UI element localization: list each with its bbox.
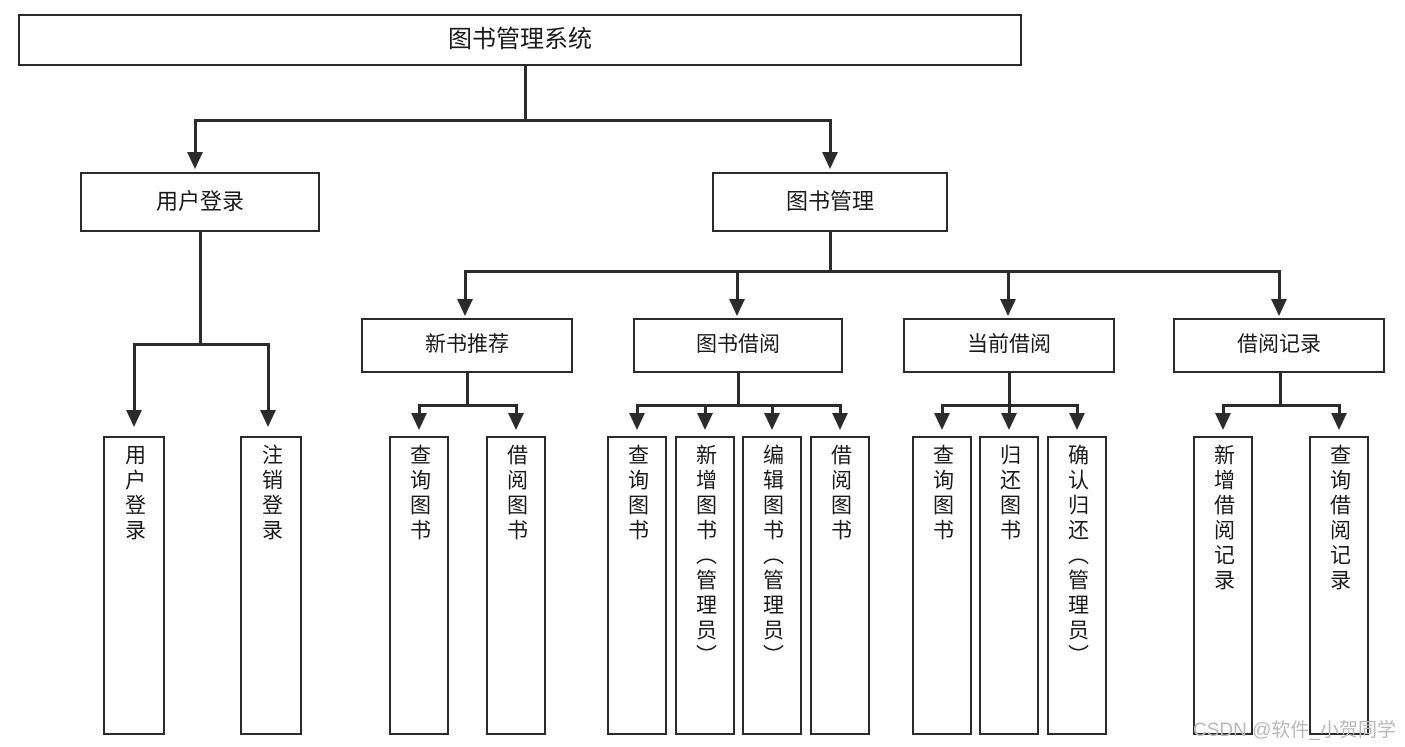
connector-root-bus bbox=[194, 119, 831, 122]
leaf-add-borrow-record-label: 新增借阅记录 bbox=[1211, 444, 1235, 594]
connector-recommend-stem bbox=[466, 373, 469, 406]
connector-current-drop-1 bbox=[941, 404, 944, 416]
arrowhead-record-2 bbox=[1331, 413, 1347, 430]
connector-root-drop-2 bbox=[829, 119, 832, 156]
connector-bookmgmt-bus bbox=[464, 270, 1280, 273]
leaf-user-login-label: 用户登录 bbox=[122, 444, 146, 544]
leaf-logout-label: 注销登录 bbox=[259, 444, 283, 544]
arrowhead-recommend-2 bbox=[508, 413, 524, 430]
leaf-borrow-book-recommend[interactable]: 借阅图书 bbox=[486, 436, 546, 735]
node-book-management-label: 图书管理 bbox=[785, 189, 874, 215]
connector-record-stem bbox=[1279, 373, 1282, 406]
connector-borrow-drop-2 bbox=[704, 404, 707, 416]
node-current-borrow[interactable]: 当前借阅 bbox=[903, 318, 1115, 373]
leaf-edit-book-admin[interactable]: 编辑图书（管理员） bbox=[742, 436, 802, 735]
arrowhead-borrow-1 bbox=[629, 413, 645, 430]
connector-current-drop-2 bbox=[1008, 404, 1011, 416]
connector-userlogin-stem bbox=[199, 232, 202, 345]
connector-root-drop-1 bbox=[194, 119, 197, 156]
leaf-query-borrow-record[interactable]: 查询借阅记录 bbox=[1309, 436, 1369, 735]
leaf-query-book-current[interactable]: 查询图书 bbox=[912, 436, 972, 735]
node-user-login-label: 用户登录 bbox=[155, 189, 244, 215]
node-borrow-record-label: 借阅记录 bbox=[1237, 333, 1321, 357]
node-root-label: 图书管理系统 bbox=[448, 26, 592, 53]
arrowhead-current-3 bbox=[1069, 413, 1085, 430]
leaf-add-borrow-record[interactable]: 新增借阅记录 bbox=[1193, 436, 1253, 735]
leaf-return-book-label: 归还图书 bbox=[997, 444, 1021, 544]
leaf-query-book-recommend[interactable]: 查询图书 bbox=[389, 436, 449, 735]
arrowhead-borrow-3 bbox=[764, 413, 780, 430]
connector-bookmgmt-drop-4 bbox=[1278, 270, 1281, 302]
arrowhead-bookmgmt-3 bbox=[1000, 299, 1016, 316]
node-new-book-recommend-label: 新书推荐 bbox=[425, 333, 509, 357]
connector-userlogin-drop-1 bbox=[133, 343, 136, 413]
leaf-borrow-book-label: 借阅图书 bbox=[828, 444, 852, 544]
connector-record-bus bbox=[1222, 404, 1340, 407]
node-book-borrow[interactable]: 图书借阅 bbox=[633, 318, 843, 373]
leaf-confirm-return-admin[interactable]: 确认归还（管理员） bbox=[1047, 436, 1107, 735]
connector-record-drop-2 bbox=[1338, 404, 1341, 416]
leaf-user-login[interactable]: 用户登录 bbox=[103, 436, 165, 735]
leaf-query-book-borrow[interactable]: 查询图书 bbox=[607, 436, 667, 735]
connector-bookmgmt-drop-2 bbox=[736, 270, 739, 302]
leaf-logout[interactable]: 注销登录 bbox=[240, 436, 302, 735]
node-borrow-record[interactable]: 借阅记录 bbox=[1173, 318, 1385, 373]
connector-borrow-drop-4 bbox=[839, 404, 842, 416]
arrowhead-root-2 bbox=[822, 152, 838, 169]
leaf-add-book-admin-label: 新增图书（管理员） bbox=[693, 444, 717, 669]
leaf-return-book[interactable]: 归还图书 bbox=[979, 436, 1039, 735]
arrowhead-current-2 bbox=[1001, 413, 1017, 430]
node-current-borrow-label: 当前借阅 bbox=[967, 333, 1051, 357]
leaf-query-borrow-record-label: 查询借阅记录 bbox=[1327, 444, 1351, 594]
connector-recommend-bus bbox=[418, 404, 517, 407]
connector-borrow-stem bbox=[737, 373, 740, 406]
connector-recommend-drop-1 bbox=[418, 404, 421, 416]
leaf-borrow-book-recommend-label: 借阅图书 bbox=[504, 444, 528, 544]
arrowhead-userlogin-1 bbox=[126, 410, 142, 427]
arrowhead-borrow-4 bbox=[832, 413, 848, 430]
leaf-borrow-book[interactable]: 借阅图书 bbox=[810, 436, 870, 735]
leaf-query-book-recommend-label: 查询图书 bbox=[407, 444, 431, 544]
connector-bookmgmt-drop-1 bbox=[464, 270, 467, 302]
arrowhead-borrow-2 bbox=[697, 413, 713, 430]
connector-userlogin-bus bbox=[133, 343, 269, 346]
arrowhead-userlogin-2 bbox=[260, 410, 276, 427]
node-root[interactable]: 图书管理系统 bbox=[18, 14, 1022, 66]
arrowhead-bookmgmt-2 bbox=[729, 299, 745, 316]
arrowhead-recommend-1 bbox=[411, 413, 427, 430]
connector-bookmgmt-drop-3 bbox=[1007, 270, 1010, 302]
connector-root-stem bbox=[524, 66, 527, 121]
node-new-book-recommend[interactable]: 新书推荐 bbox=[361, 318, 573, 373]
connector-current-stem bbox=[1008, 373, 1011, 406]
connector-borrow-drop-1 bbox=[636, 404, 639, 416]
connector-borrow-drop-3 bbox=[771, 404, 774, 416]
connector-bookmgmt-stem bbox=[829, 232, 832, 272]
node-user-login[interactable]: 用户登录 bbox=[80, 172, 320, 232]
arrowhead-bookmgmt-4 bbox=[1271, 299, 1287, 316]
leaf-edit-book-admin-label: 编辑图书（管理员） bbox=[760, 444, 784, 669]
connector-recommend-drop-2 bbox=[515, 404, 518, 416]
leaf-query-book-current-label: 查询图书 bbox=[930, 444, 954, 544]
node-book-borrow-label: 图书借阅 bbox=[696, 333, 780, 357]
leaf-query-book-borrow-label: 查询图书 bbox=[625, 444, 649, 544]
arrowhead-record-1 bbox=[1215, 413, 1231, 430]
arrowhead-root-1 bbox=[187, 152, 203, 169]
connector-userlogin-drop-2 bbox=[267, 343, 270, 413]
connector-borrow-bus bbox=[636, 404, 841, 407]
leaf-confirm-return-admin-label: 确认归还（管理员） bbox=[1065, 444, 1089, 669]
arrowhead-current-1 bbox=[934, 413, 950, 430]
node-book-management[interactable]: 图书管理 bbox=[712, 172, 948, 232]
connector-record-drop-1 bbox=[1222, 404, 1225, 416]
leaf-add-book-admin[interactable]: 新增图书（管理员） bbox=[675, 436, 735, 735]
connector-current-drop-3 bbox=[1076, 404, 1079, 416]
arrowhead-bookmgmt-1 bbox=[457, 299, 473, 316]
